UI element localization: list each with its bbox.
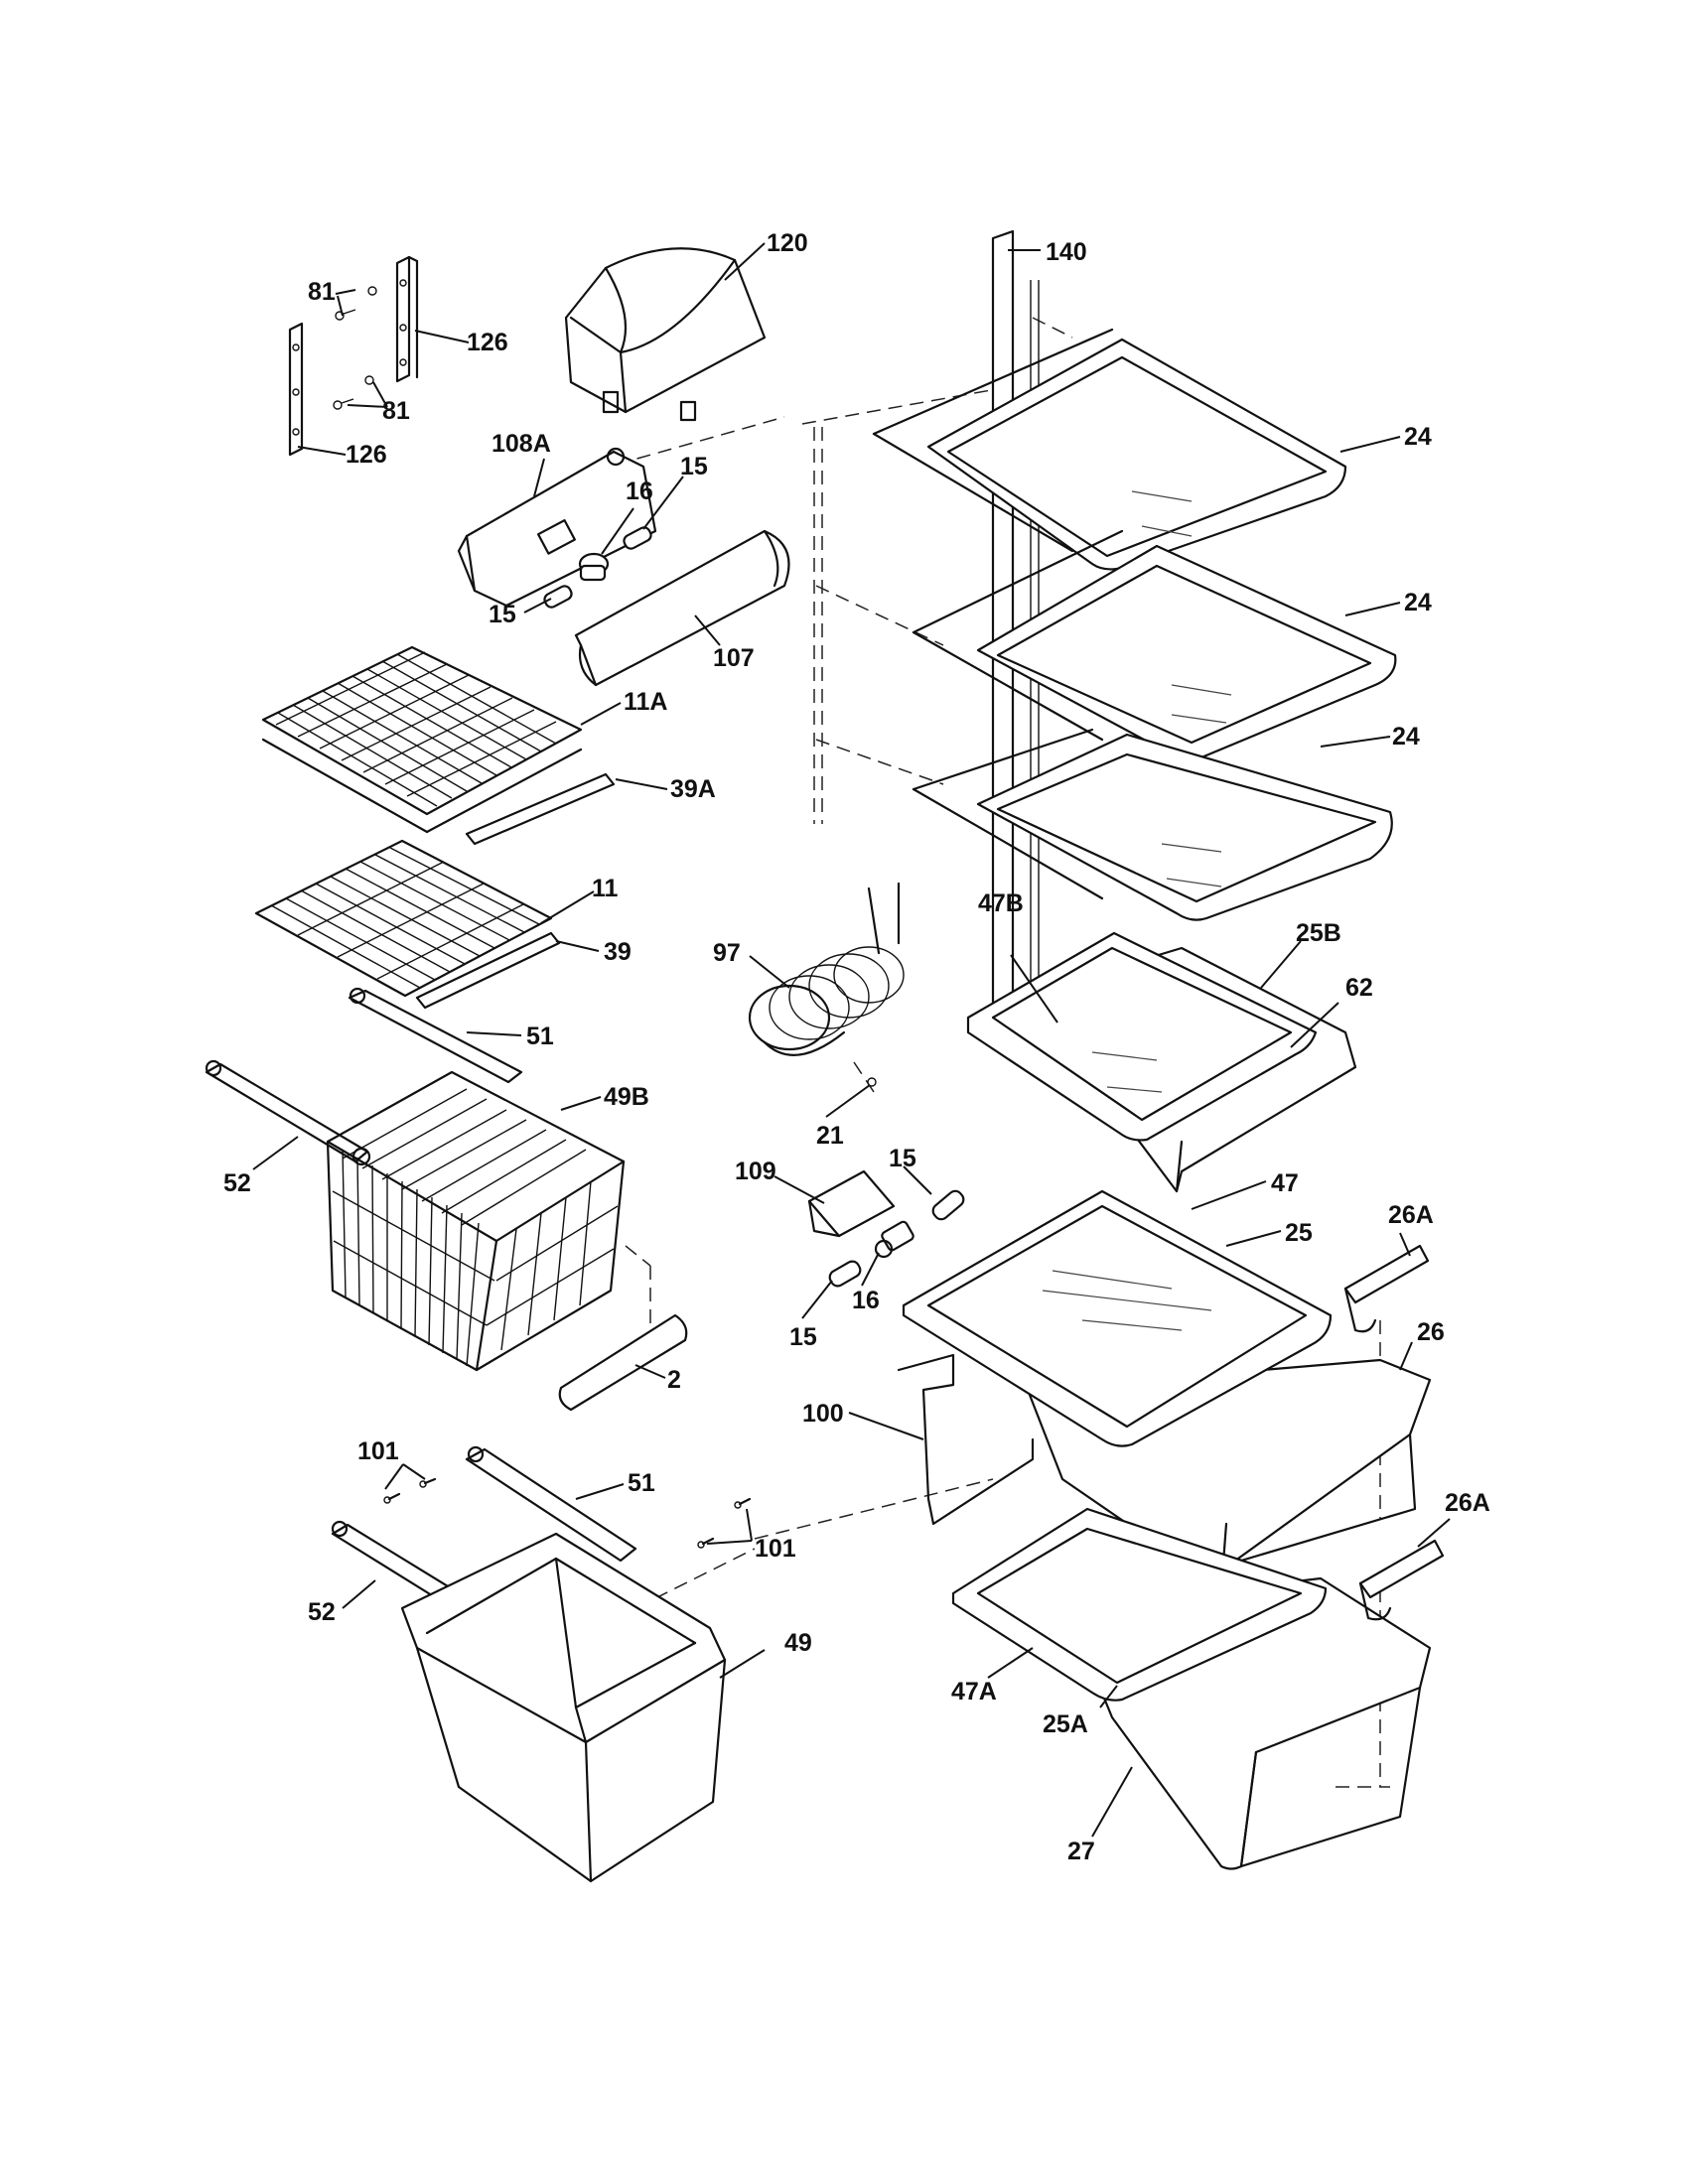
- plug-15-top: [623, 526, 652, 550]
- bracket-26a-upper: [1343, 1244, 1430, 1333]
- freezer-drawer-49: [400, 1532, 727, 1883]
- glass-shelf-24-top: [872, 328, 1347, 571]
- label-52-lower: 52: [308, 1598, 336, 1626]
- label-16-top: 16: [626, 478, 653, 505]
- label-81-lower: 81: [382, 397, 410, 425]
- label-25: 25: [1285, 1219, 1313, 1247]
- label-26a-lower: 26A: [1445, 1489, 1490, 1517]
- label-39: 39: [604, 938, 632, 966]
- label-25a: 25A: [1043, 1710, 1088, 1738]
- cap-16-right: [874, 1220, 914, 1259]
- label-140: 140: [1046, 238, 1087, 266]
- label-47a: 47A: [951, 1678, 997, 1706]
- label-52-upper: 52: [223, 1169, 251, 1197]
- glass-shelf-24-mid: [912, 529, 1397, 761]
- leader-lines: [252, 242, 1451, 1838]
- cover-frame-25: [902, 1189, 1333, 1447]
- panel-100: [897, 1353, 1035, 1526]
- label-51-upper: 51: [526, 1023, 554, 1050]
- cap-16-top: [578, 552, 610, 582]
- trim-39: [415, 931, 561, 1010]
- label-97: 97: [713, 939, 741, 967]
- glass-shelf-24-low: [912, 728, 1393, 921]
- label-126-right: 126: [467, 329, 508, 356]
- cover-frame-25b: [966, 931, 1318, 1142]
- label-126-left: 126: [346, 441, 387, 469]
- wire-shelf-11a: [261, 645, 583, 834]
- cover-107: [574, 529, 790, 687]
- rail-51-lower: [465, 1445, 637, 1563]
- label-109: 109: [735, 1158, 776, 1185]
- label-15-top: 15: [680, 453, 708, 480]
- label-11: 11: [592, 875, 619, 902]
- wire-shelf-11: [254, 839, 553, 998]
- label-39a: 39A: [670, 775, 716, 803]
- label-24-mid: 24: [1404, 589, 1432, 616]
- trim-39a: [465, 772, 616, 846]
- label-11a: 11A: [624, 688, 667, 716]
- label-16-right: 16: [852, 1287, 880, 1314]
- coil-97: [748, 882, 905, 1056]
- rail-52-upper: [205, 1059, 371, 1166]
- bracket-126-right: [395, 255, 419, 383]
- label-81-upper: 81: [308, 278, 336, 306]
- label-27: 27: [1067, 1838, 1095, 1865]
- plug-15-right-bottom: [828, 1260, 862, 1288]
- label-2: 2: [667, 1366, 681, 1394]
- label-15-mid: 15: [489, 601, 516, 628]
- trim-2: [558, 1313, 688, 1412]
- screws-81: [333, 286, 377, 410]
- part-number-labels: 120 140 81 81 126 126 108A 15 16 15 107 …: [223, 229, 1490, 1865]
- vertical-channel-left: [813, 427, 823, 824]
- label-108a: 108A: [492, 430, 551, 458]
- plug-15-mid: [543, 585, 573, 609]
- plug-15-right-top: [931, 1189, 965, 1221]
- label-15-right-bottom: 15: [789, 1323, 817, 1351]
- screws-101: [383, 1477, 752, 1549]
- label-100: 100: [802, 1400, 844, 1428]
- label-47b: 47B: [978, 889, 1024, 917]
- label-49: 49: [784, 1629, 812, 1657]
- label-120: 120: [767, 229, 808, 257]
- label-101-right: 101: [755, 1535, 796, 1563]
- bracket-126-left: [288, 322, 304, 457]
- label-21: 21: [816, 1122, 844, 1150]
- label-26: 26: [1417, 1318, 1445, 1346]
- cover-frame-25a: [951, 1507, 1328, 1702]
- label-15-right-top: 15: [889, 1145, 916, 1172]
- rail-51-upper: [348, 987, 523, 1084]
- door-bin-120: [564, 247, 767, 422]
- label-101-left: 101: [357, 1437, 399, 1465]
- housing-109: [807, 1169, 896, 1238]
- label-24-top: 24: [1404, 423, 1432, 451]
- bracket-26a-lower: [1358, 1539, 1445, 1621]
- screw-21: [867, 1077, 877, 1087]
- label-26a-upper: 26A: [1388, 1201, 1434, 1229]
- label-25b: 25B: [1296, 919, 1341, 947]
- crisper-housing-108a: [457, 447, 657, 608]
- label-49b: 49B: [604, 1083, 649, 1111]
- label-51-lower: 51: [628, 1469, 655, 1497]
- label-107: 107: [713, 644, 755, 672]
- label-24-low: 24: [1392, 723, 1420, 751]
- label-47: 47: [1271, 1169, 1299, 1197]
- wire-basket-49b: [326, 1070, 626, 1372]
- label-62: 62: [1345, 974, 1373, 1002]
